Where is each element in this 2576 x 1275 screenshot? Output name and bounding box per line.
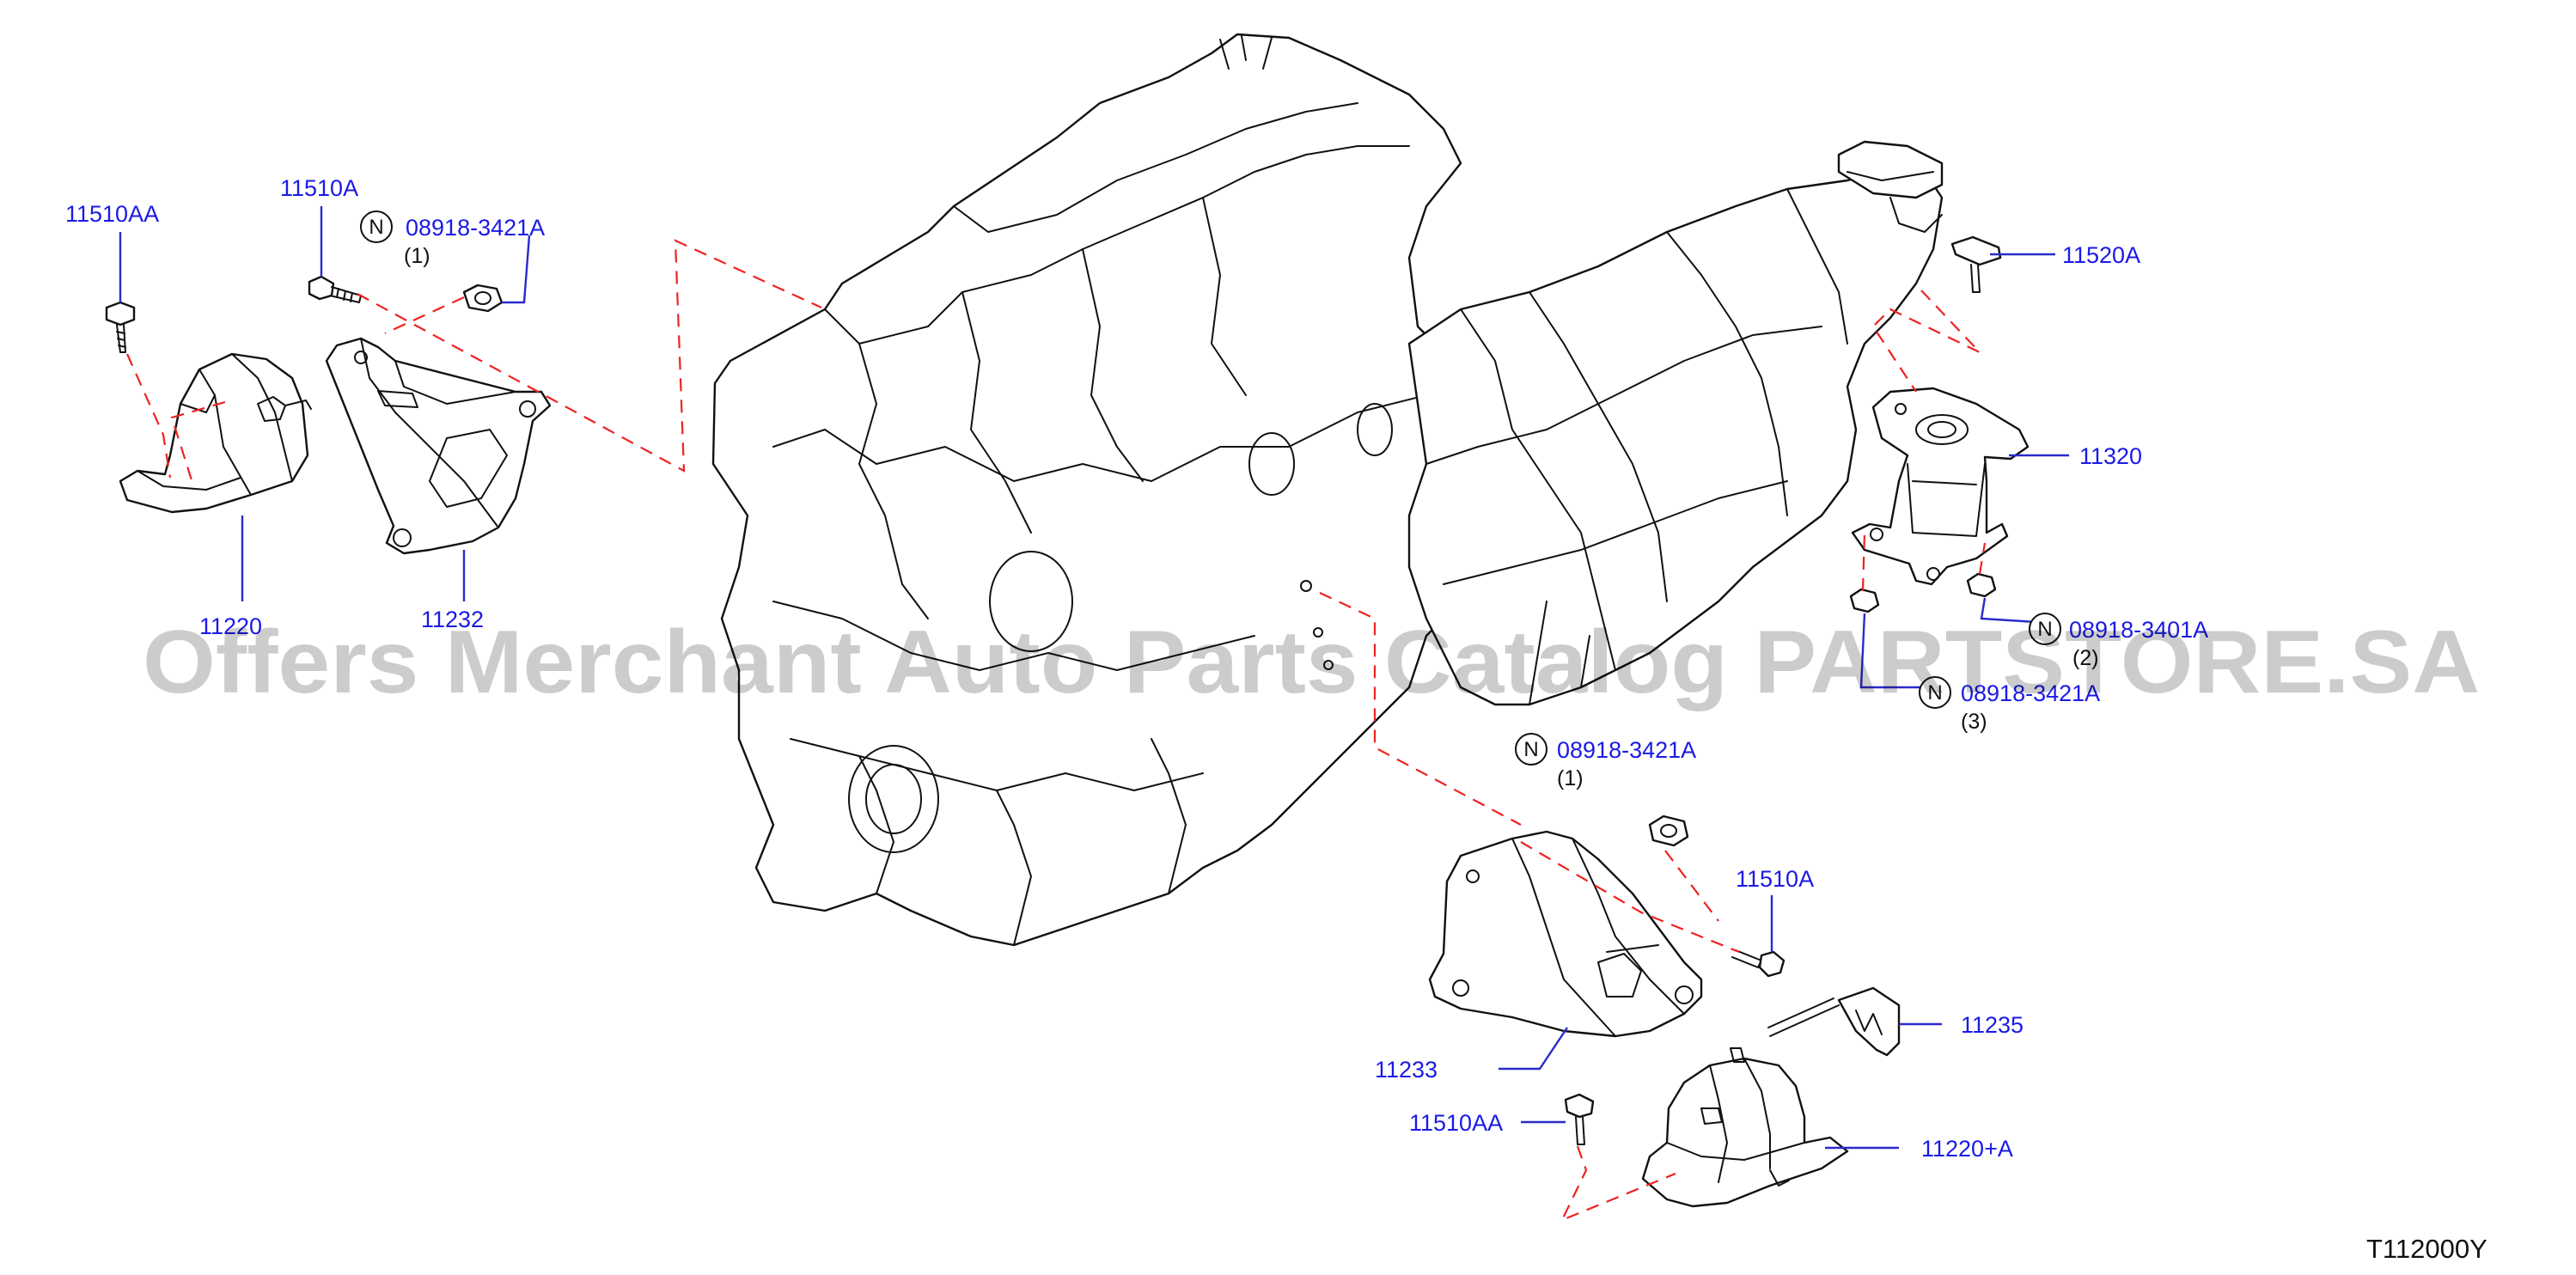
notice-n-symbol-right3: N — [1919, 676, 1951, 709]
part-label-08918-3421A-mid[interactable]: 08918-3421A — [1557, 737, 1696, 763]
part-label-11510A-upper[interactable]: 11510A — [280, 175, 358, 201]
notice-n-letter-right2: N — [2037, 618, 2052, 641]
bolt-11510AA-upper — [105, 301, 136, 353]
diagram-code: T112000Y — [2366, 1234, 2487, 1264]
part-label-08918-3421A-right[interactable]: 08918-3421A — [1961, 680, 2100, 706]
bolt-11510A-mid — [1731, 949, 1785, 978]
assembly-dashed-lines — [125, 239, 1987, 1223]
bolt-11510AA-lower — [1564, 1093, 1595, 1145]
nut-08918-mid — [1648, 814, 1689, 847]
heat-insulator-11235 — [1767, 986, 1901, 1057]
insulator-11220-left — [119, 352, 312, 514]
qty-label-right3: (3) — [1961, 710, 1987, 734]
part-label-11520A[interactable]: 11520A — [2062, 242, 2140, 268]
qty-label-upper: (1) — [404, 244, 430, 268]
part-label-11233[interactable]: 11233 — [1375, 1057, 1438, 1083]
part-label-11235[interactable]: 11235 — [1961, 1012, 2024, 1038]
part-label-11232[interactable]: 11232 — [421, 607, 484, 632]
notice-n-symbol-right2: N — [2029, 613, 2061, 645]
notice-n-symbol-top: N — [360, 210, 393, 243]
part-label-08918-3421A-upper[interactable]: 08918-3421A — [406, 215, 545, 241]
part-label-11220A[interactable]: 11220+A — [1921, 1136, 2013, 1162]
notice-n-letter-right3: N — [1927, 681, 1942, 705]
nut-08918-upper — [462, 284, 504, 313]
engine-transmission-illustration — [711, 33, 1944, 947]
insulator-11220A — [1641, 1047, 1849, 1208]
bolt-11510A-upper — [308, 275, 362, 303]
nut-08918-right-a — [1849, 588, 1880, 613]
watermark-text: Offers Merchant Auto Parts Catalog PARTS… — [143, 613, 2480, 712]
part-label-11510A-mid[interactable]: 11510A — [1736, 866, 1814, 892]
notice-n-letter-mid: N — [1523, 738, 1538, 761]
nut-08918-right-b — [1966, 572, 1997, 598]
notice-n-symbol-mid: N — [1515, 733, 1547, 766]
part-label-11220-left[interactable]: 11220 — [199, 613, 262, 639]
notice-n-letter-top: N — [369, 216, 383, 239]
part-label-11510AA-lower[interactable]: 11510AA — [1409, 1110, 1503, 1136]
part-label-08918-3401A-right[interactable]: 08918-3401A — [2069, 617, 2208, 643]
qty-label-right2: (2) — [2072, 646, 2099, 670]
bracket-11233 — [1428, 830, 1703, 1038]
rear-mount-11320 — [1851, 387, 2030, 586]
bracket-11232 — [325, 337, 552, 555]
bolt-11520A — [1950, 235, 2002, 293]
qty-label-mid: (1) — [1557, 766, 1584, 790]
leader-lines — [119, 206, 2069, 1150]
part-label-11510AA-upper[interactable]: 11510AA — [65, 201, 159, 227]
part-label-11320[interactable]: 11320 — [2079, 443, 2142, 469]
